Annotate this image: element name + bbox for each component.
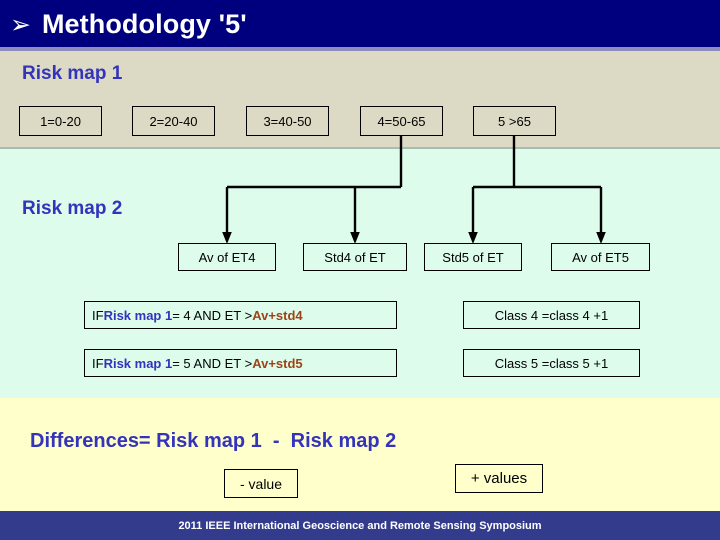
risk-class-box-5[interactable]: 5 >65 [473, 106, 556, 136]
footer-caption: 2011 IEEE International Geoscience and R… [178, 519, 542, 532]
risk-map-2-heading: Risk map 2 [22, 198, 123, 219]
slide-title-row: ➢ Methodology '5' [10, 2, 247, 46]
risk-class-box-2[interactable]: 2=20-40 [132, 106, 215, 136]
footer-bar-background [0, 511, 720, 540]
rule-2-condition: = 5 AND ET > [172, 355, 253, 371]
negative-value-box[interactable]: - value [224, 469, 298, 498]
rule-result-box-2[interactable]: Class 5 =class 5 +1 [463, 349, 640, 377]
et-stat-box-av-et5[interactable]: Av of ET5 [551, 243, 650, 271]
differences-formula: Differences= Risk map 1 - Risk map 2 [30, 430, 397, 452]
rule-1-threshold: Av+std4 [252, 307, 303, 323]
risk-class-box-3[interactable]: 3=40-50 [246, 106, 329, 136]
positive-value-box[interactable]: + values [455, 464, 543, 493]
page-title: Methodology '5' [41, 8, 247, 39]
title-underline-rule [0, 47, 720, 51]
risk-map-1-heading: Risk map 1 [22, 63, 123, 84]
et-stat-box-std4-et[interactable]: Std4 of ET [303, 243, 407, 271]
rule-2-map-ref: Risk map 1 [103, 355, 173, 371]
differences-band [0, 398, 720, 511]
et-stat-box-std5-et[interactable]: Std5 of ET [424, 243, 522, 271]
risk-class-box-4[interactable]: 4=50-65 [360, 106, 443, 136]
rule-result-box-1[interactable]: Class 4 =class 4 +1 [463, 301, 640, 329]
rule-1-map-ref: Risk map 1 [103, 307, 173, 323]
risk-class-box-1[interactable]: 1=0-20 [19, 106, 102, 136]
rule-2-threshold: Av+std5 [252, 355, 303, 371]
title-bar-background [0, 0, 720, 47]
et-stat-box-av-et4[interactable]: Av of ET4 [178, 243, 276, 271]
rule-condition-box-2[interactable]: IF Risk map 1 = 5 AND ET > Av+std5 [84, 349, 397, 377]
rule-2-if-prefix: IF [92, 355, 104, 371]
rule-1-condition: = 4 AND ET > [172, 307, 253, 323]
rule-1-if-prefix: IF [92, 307, 104, 323]
rule-condition-box-1[interactable]: IF Risk map 1 = 4 AND ET > Av+std4 [84, 301, 397, 329]
arrow-bullet-icon: ➢ [10, 9, 31, 39]
